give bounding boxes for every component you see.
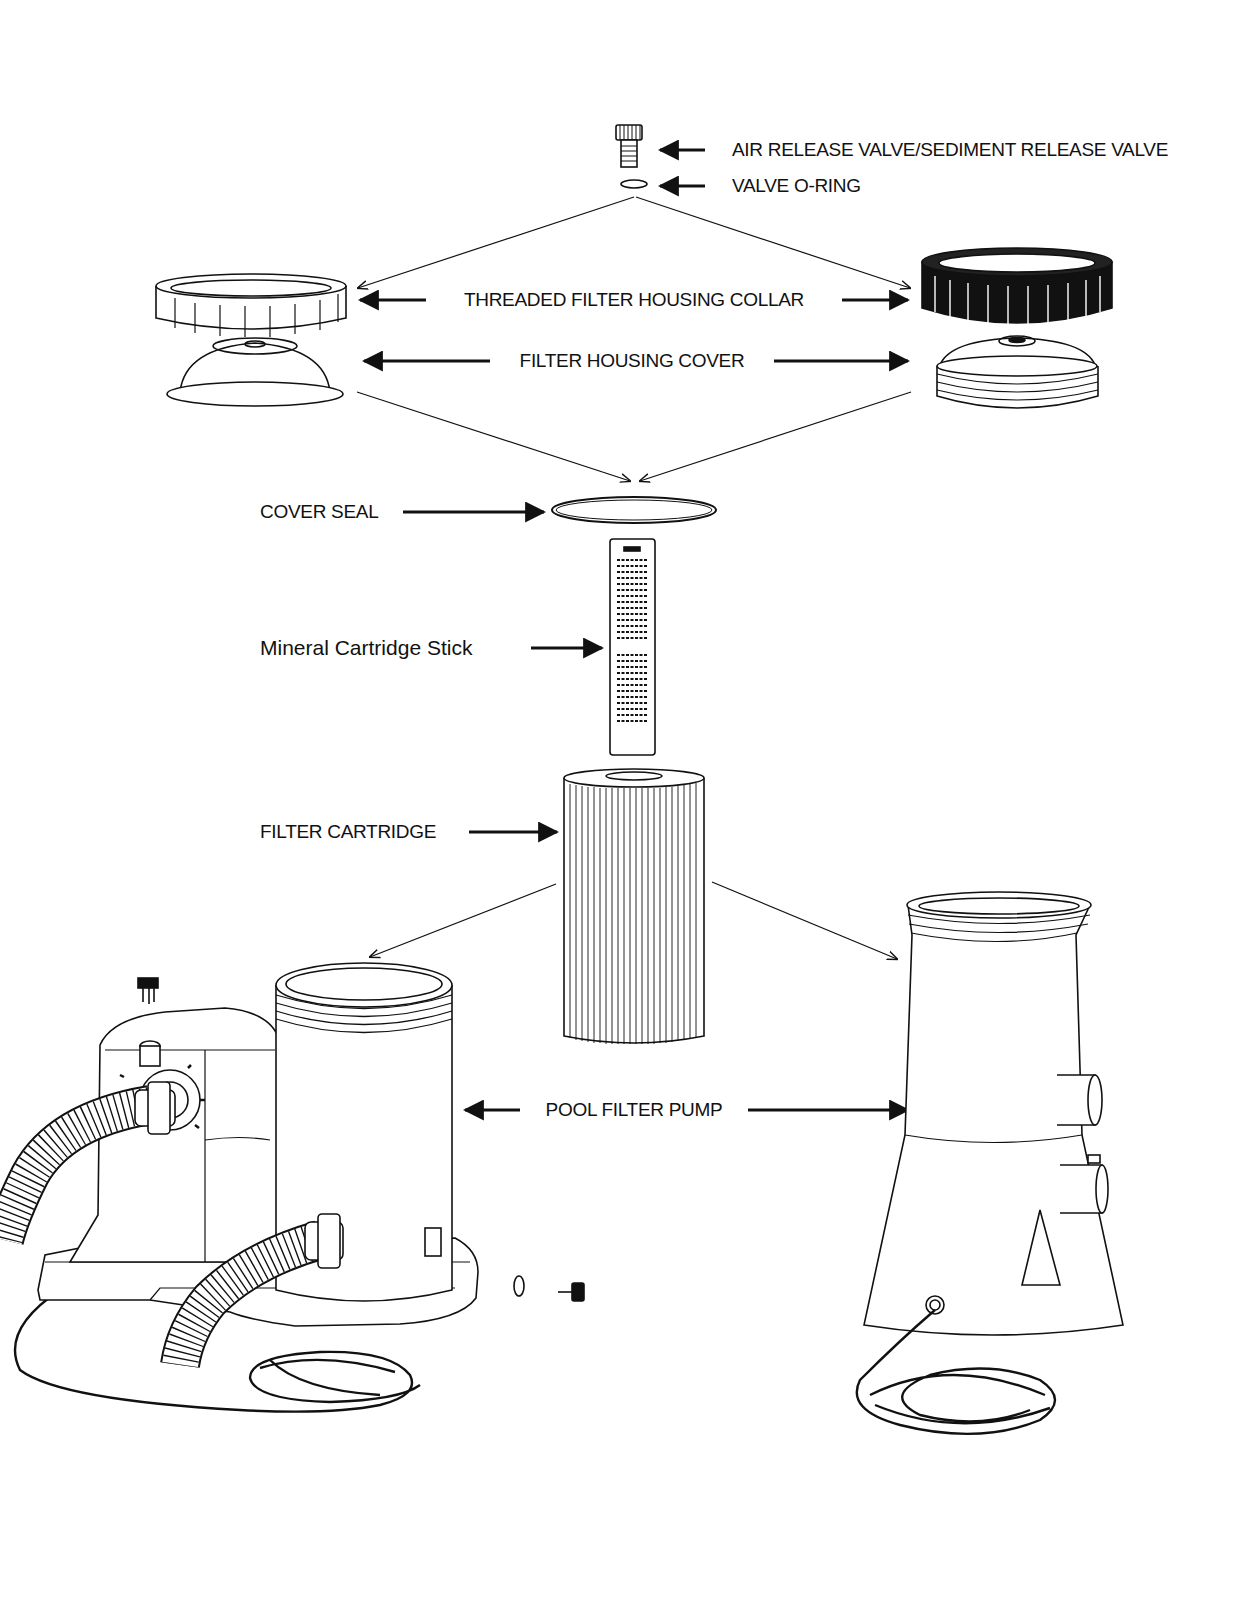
threaded-collar (156, 274, 346, 337)
part-label: AIR RELEASE VALVE/SEDIMENT RELEASE VALVE (729, 138, 1171, 162)
part-label: Mineral Cartridge Stick (257, 635, 475, 661)
part-label: FILTER HOUSING COVER (517, 349, 748, 373)
threaded-collar (922, 248, 1112, 324)
mineral-cartridge (610, 539, 655, 755)
part-label: POOL FILTER PUMP (543, 1098, 726, 1122)
cover-seal (556, 500, 712, 520)
housing-cover (167, 338, 343, 406)
pump-left (4, 963, 584, 1412)
valve-o-ring (621, 180, 647, 188)
filter-cartridge (564, 769, 704, 1044)
part-label: COVER SEAL (257, 500, 381, 524)
pump-right (857, 892, 1123, 1434)
housing-cover (937, 336, 1098, 408)
cover-seal (552, 497, 716, 523)
part-label: THREADED FILTER HOUSING COLLAR (461, 288, 807, 312)
air-release-valve (616, 125, 642, 167)
part-label: VALVE O-RING (729, 174, 864, 198)
part-label: FILTER CARTRIDGE (257, 820, 439, 844)
